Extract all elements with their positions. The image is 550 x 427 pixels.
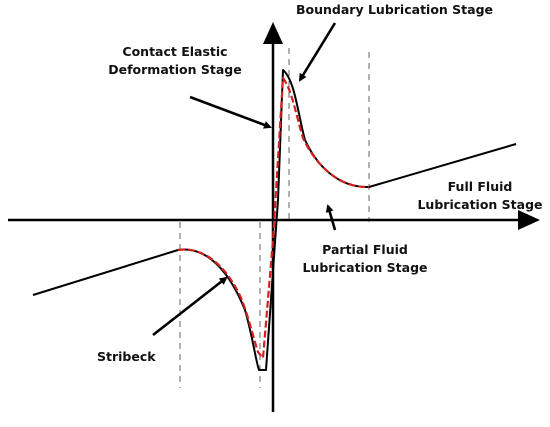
- label-full-fluid-lubrication-stage: Full Fluid Lubrication Stage: [417, 179, 543, 212]
- horizontal-axis-arrowhead: [518, 210, 540, 230]
- arrow-partial-fluid-stage: [325, 204, 337, 231]
- measured-curve: [32, 69, 517, 371]
- label-stribeck: Stribeck: [97, 349, 156, 364]
- label-partial-fluid-lubrication-stage: Partial Fluid Lubrication Stage: [302, 242, 428, 275]
- arrow-boundary-stage: [298, 22, 337, 82]
- fitted-curve: [177, 76, 370, 360]
- label-boundary-lubrication-stage: Boundary Lubrication Stage: [296, 2, 494, 17]
- arrow-stribeck: [152, 276, 228, 337]
- stage-boundary-lines: [179, 48, 370, 388]
- vertical-axis-arrowhead: [263, 22, 283, 44]
- arrow-contact-elastic-stage: [189, 95, 272, 129]
- label-contact-elastic-deformation-stage: Contact Elastic Deformation Stage: [108, 44, 242, 77]
- pointer-arrows: [152, 22, 337, 337]
